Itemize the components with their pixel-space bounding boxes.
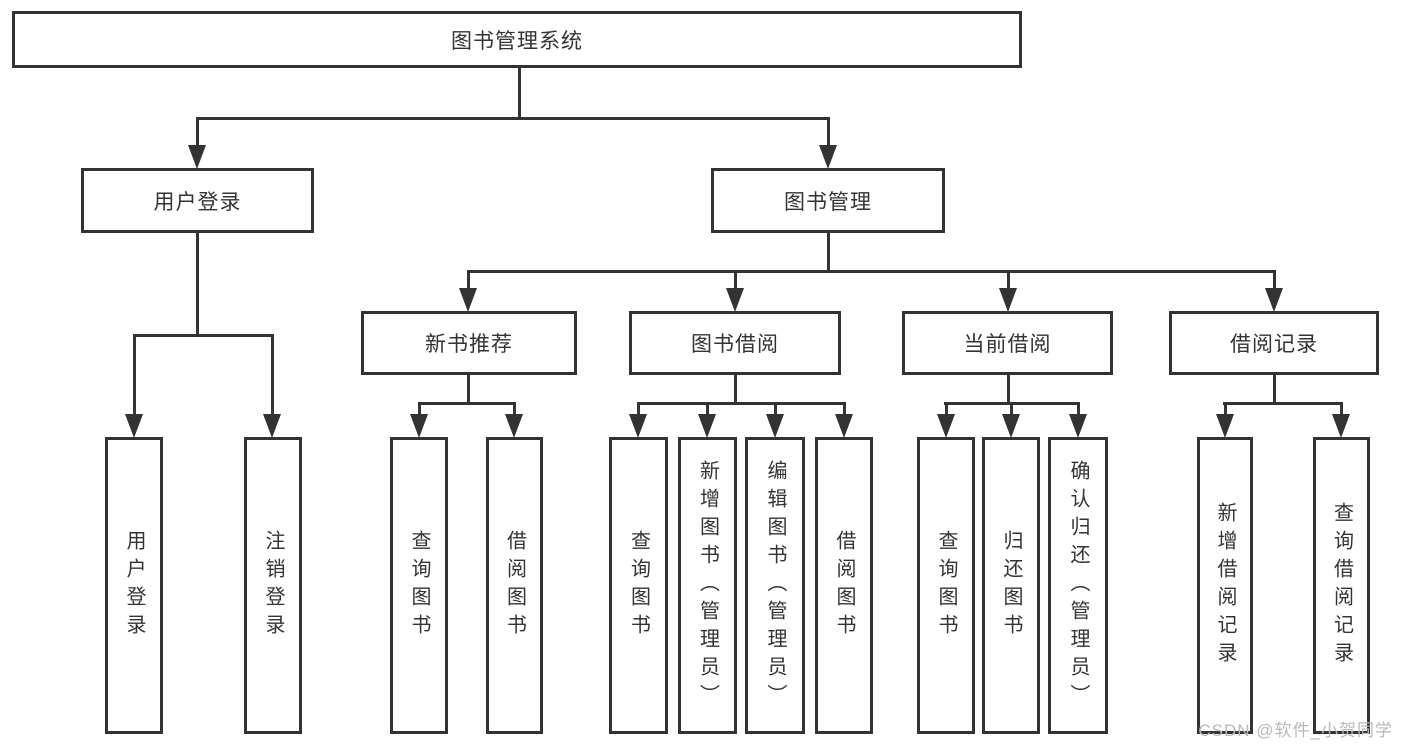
connector-user-login-stem <box>196 233 199 337</box>
connector-level3-drop <box>734 270 737 290</box>
connector-group-branch <box>1223 402 1343 405</box>
connector-leaf-drop <box>513 402 516 416</box>
leaf-borrow-books: 借阅图书 <box>815 437 873 734</box>
leaf-label: 查询图书 <box>935 529 957 642</box>
arrowhead-current-borrow <box>999 288 1017 312</box>
arrowhead-leaf <box>937 414 955 438</box>
arrowhead-leaf <box>410 414 428 438</box>
connector-group-stem <box>467 375 470 404</box>
leaf-label: 编辑图书（管理员） <box>764 459 786 712</box>
connector-user-login-children-branch <box>133 334 274 337</box>
arrowhead-leaf <box>1002 414 1020 438</box>
arrowhead-leaf-logout <box>263 414 281 438</box>
connector-group-stem <box>734 375 737 404</box>
arrowhead-leaf <box>698 414 716 438</box>
arrowhead-book-borrow <box>726 288 744 312</box>
leaf-label: 用户登录 <box>123 529 145 642</box>
arrowhead-leaf <box>766 414 784 438</box>
leaf-confirm-return-admin: 确认归还（管理员） <box>1048 437 1108 734</box>
leaf-logout: 注销登录 <box>244 437 302 734</box>
node-label: 借阅记录 <box>1230 333 1318 356</box>
leaf-label: 查询图书 <box>627 529 650 642</box>
leaf-query-books: 查询图书 <box>390 437 448 734</box>
node-label: 图书管理 <box>784 190 872 214</box>
connector-leaf-drop <box>706 402 709 416</box>
node-book-borrowing: 图书借阅 <box>629 311 841 375</box>
connector-level3-drop <box>1007 270 1010 290</box>
leaf-borrow-books: 借阅图书 <box>486 437 543 734</box>
leaf-label: 新增借阅记录 <box>1214 501 1236 670</box>
connector-group-stem <box>1273 375 1276 404</box>
connector-root-stem <box>518 68 521 120</box>
connector-leaf-drop <box>1010 402 1013 416</box>
connector-leaf-drop <box>271 334 274 416</box>
leaf-query-books: 查询图书 <box>609 437 668 734</box>
connector-group-branch <box>418 402 516 405</box>
connector-book-mgmt-drop <box>827 117 830 147</box>
arrowhead-new-book-rec <box>459 288 477 312</box>
connector-user-login-drop <box>196 117 199 147</box>
connector-leaf-drop <box>418 402 421 416</box>
arrowhead-leaf-user-login <box>125 414 143 438</box>
node-label: 用户登录 <box>153 190 242 214</box>
connector-leaf-drop <box>774 402 777 416</box>
connector-group-stem <box>1007 375 1010 404</box>
node-book-management-system: 图书管理系统 <box>12 11 1022 68</box>
leaf-label: 查询图书 <box>408 529 430 642</box>
leaf-edit-books-admin: 编辑图书（管理员） <box>745 437 805 734</box>
leaf-add-borrow-record: 新增借阅记录 <box>1197 437 1253 734</box>
node-label: 图书借阅 <box>691 333 779 356</box>
arrowhead-leaf <box>1069 414 1087 438</box>
connector-leaf-drop <box>637 402 640 416</box>
leaf-add-books-admin: 新增图书（管理员） <box>678 437 737 734</box>
connector-leaf-drop <box>945 402 948 416</box>
arrowhead-leaf <box>505 414 523 438</box>
leaf-label: 归还图书 <box>1000 529 1022 642</box>
leaf-label: 确认归还（管理员） <box>1067 459 1089 712</box>
node-label: 图书管理系统 <box>451 29 583 53</box>
connector-leaf-drop <box>1077 402 1080 416</box>
leaf-label: 借阅图书 <box>833 529 855 642</box>
leaf-label: 新增图书（管理员） <box>696 459 719 712</box>
arrowhead-book-mgmt <box>819 145 837 169</box>
leaf-label: 查询借阅记录 <box>1330 501 1353 670</box>
csdn-watermark: CSDN @软件_小贺同学 <box>1198 721 1393 740</box>
node-current-borrowing: 当前借阅 <box>902 311 1113 375</box>
connector-level3-branch <box>467 270 1275 273</box>
arrowhead-leaf <box>629 414 647 438</box>
connector-level3-drop <box>467 270 470 290</box>
arrowhead-user-login <box>188 145 206 169</box>
leaf-label: 借阅图书 <box>503 529 526 642</box>
node-label: 新书推荐 <box>425 333 513 356</box>
node-new-book-recommend: 新书推荐 <box>361 311 577 375</box>
node-book-management: 图书管理 <box>711 168 945 233</box>
leaf-label: 注销登录 <box>262 529 284 642</box>
node-label: 当前借阅 <box>963 333 1052 356</box>
connector-level2-branch <box>196 117 830 120</box>
connector-leaf-drop <box>133 334 136 416</box>
connector-leaf-drop <box>1224 402 1227 416</box>
leaf-query-books: 查询图书 <box>917 437 975 734</box>
arrowhead-leaf <box>835 414 853 438</box>
arrowhead-borrow-records <box>1265 288 1283 312</box>
node-user-login: 用户登录 <box>81 168 314 233</box>
leaf-query-borrow-record: 查询借阅记录 <box>1313 437 1370 734</box>
connector-leaf-drop <box>1340 402 1343 416</box>
node-borrowing-records: 借阅记录 <box>1169 311 1379 375</box>
arrowhead-leaf <box>1216 414 1234 438</box>
connector-level3-drop <box>1273 270 1276 290</box>
connector-group-branch <box>637 402 845 405</box>
leaf-return-books: 归还图书 <box>982 437 1040 734</box>
connector-leaf-drop <box>843 402 846 416</box>
arrowhead-leaf <box>1332 414 1350 438</box>
leaf-user-login: 用户登录 <box>105 437 163 734</box>
connector-book-mgmt-stem <box>827 233 830 272</box>
